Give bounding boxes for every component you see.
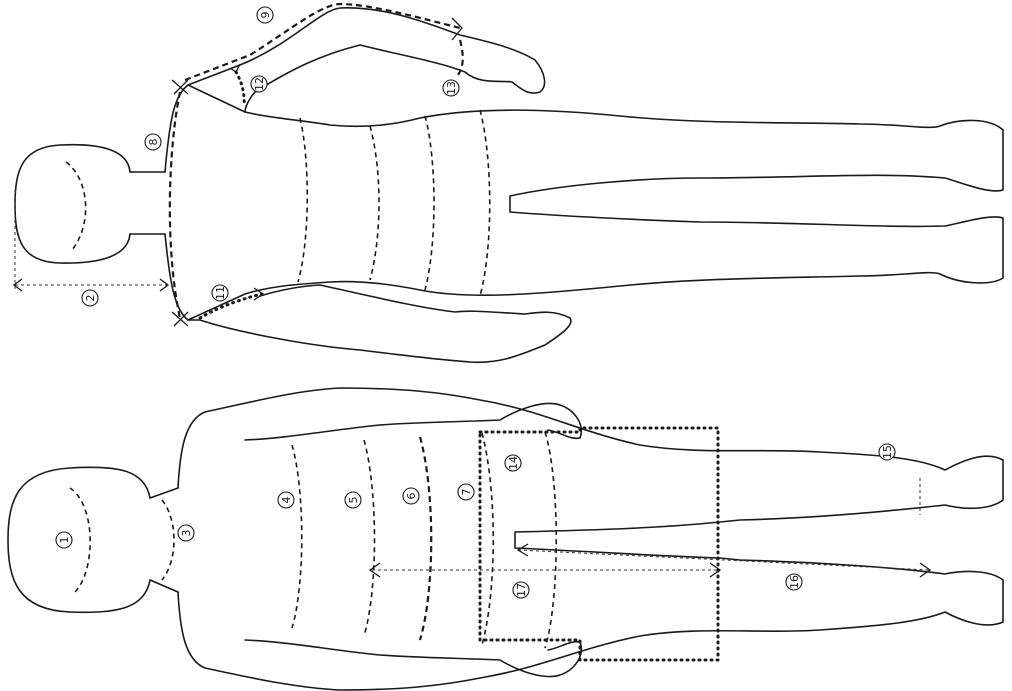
marker-5-text: 5 [347,497,360,504]
marker-3: 3 [178,525,194,541]
marker-3-text: 3 [180,530,193,537]
marker-15-text: 15 [881,445,894,459]
marker-2: 2 [82,290,98,306]
lower-dash-4 [292,445,302,628]
lower-arm-top [245,403,581,440]
marker-5: 5 [345,492,361,508]
marker-13-text: 13 [445,81,458,95]
marker-2-text: 2 [84,295,97,302]
upper-torso-top [165,85,1003,320]
measure-11-line [200,294,262,318]
lower-dash-5 [364,440,375,636]
marker-11: 11 [212,285,228,301]
lower-dash-7 [482,433,493,645]
lower-neck-top [150,488,178,498]
marker-15: 15 [879,444,895,460]
measure-12-line [236,72,244,105]
marker-14: 14 [505,455,521,471]
marker-6: 6 [403,488,419,504]
marker-1: 1 [56,532,72,548]
lower-head [8,467,150,612]
marker-17: 17 [513,582,529,598]
marker-16-text: 16 [788,575,801,589]
marker-12-text: 12 [253,77,266,91]
lower-dash-6 [420,437,431,640]
marker-7-text: 7 [460,489,473,496]
marker-7: 7 [458,484,474,500]
lower-head-dash [70,488,90,592]
marker-8: 8 [145,134,161,150]
marker-9-text: 9 [259,12,272,19]
marker-13: 13 [443,80,459,96]
lower-arm-bottom [245,640,581,677]
lower-figure [8,388,1003,690]
lower-neck-dash [162,500,174,580]
upper-dash-4 [480,110,490,296]
marker-6-text: 6 [405,493,418,500]
measure-9-arrow [452,18,462,40]
upper-head [15,145,130,263]
marker-16: 16 [786,574,802,590]
marker-1-text: 1 [58,537,71,544]
marker-12: 12 [251,76,267,92]
upper-arm-bottom [188,285,571,362]
lower-neck-bottom [150,580,178,592]
marker-17-text: 17 [515,583,528,597]
marker-11-text: 11 [214,286,227,300]
marker-4: 4 [278,492,294,508]
lower-dash-14 [545,432,556,648]
upper-head-dash [66,162,86,250]
upper-dash-1 [298,118,307,282]
marker-9: 9 [257,7,273,23]
upper-dash-2 [370,126,379,280]
measure-16-line [518,550,930,570]
marker-4-text: 4 [280,497,293,504]
marker-8-text: 8 [147,139,160,146]
upper-arm-top [188,8,545,112]
marker-14-text: 14 [507,456,520,470]
upper-dash-3 [425,116,434,290]
upper-figure [14,4,1003,362]
